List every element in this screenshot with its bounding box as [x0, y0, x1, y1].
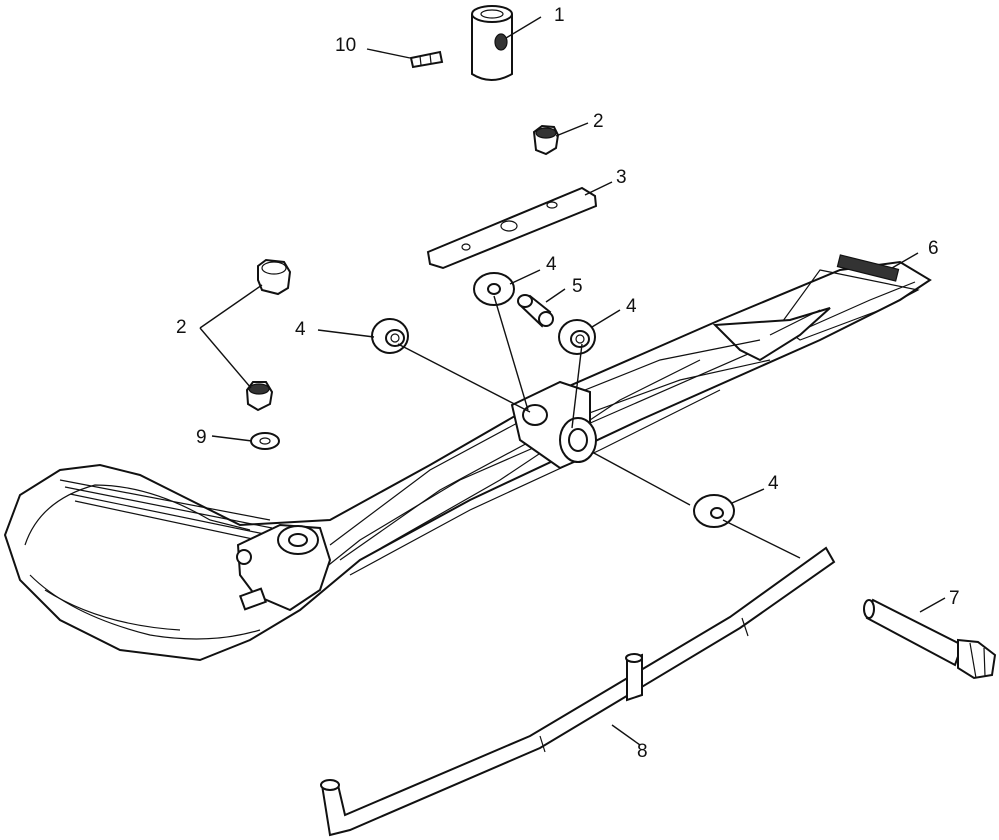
callout-4-b: 4: [295, 319, 306, 340]
pin: [409, 50, 444, 69]
nut-top: [532, 124, 560, 156]
callout-labels: 1 10 2 3 6 4 5 4 4 2 9 4 7 8: [176, 5, 960, 762]
spindle-sleeve: [471, 5, 513, 81]
wear-plate: [426, 186, 598, 270]
leader-lines: [199, 16, 946, 746]
nut-left-lower: [245, 381, 274, 412]
callout-4-c: 4: [626, 296, 637, 317]
callout-2-top: 2: [593, 111, 604, 132]
ski-body: [3, 254, 932, 662]
callout-10: 10: [335, 35, 356, 56]
callout-3: 3: [616, 167, 627, 188]
callout-2-left: 2: [176, 317, 187, 338]
nut-left-cap: [257, 258, 292, 296]
small-washer: [250, 432, 280, 450]
callout-4-a: 4: [546, 254, 557, 275]
callout-7: 7: [949, 588, 960, 609]
callout-8: 8: [637, 741, 648, 762]
callout-4-d: 4: [768, 473, 779, 494]
callout-9: 9: [196, 427, 207, 448]
callout-5: 5: [572, 276, 583, 297]
callout-6: 6: [928, 238, 939, 259]
bushing: [517, 294, 554, 328]
washer-d: [693, 494, 735, 528]
bolt: [863, 598, 997, 680]
washer-c: [558, 319, 596, 355]
washer-b: [371, 318, 409, 354]
callout-1: 1: [554, 5, 565, 26]
carbide-runner: [320, 546, 836, 837]
washer-a: [473, 272, 515, 306]
